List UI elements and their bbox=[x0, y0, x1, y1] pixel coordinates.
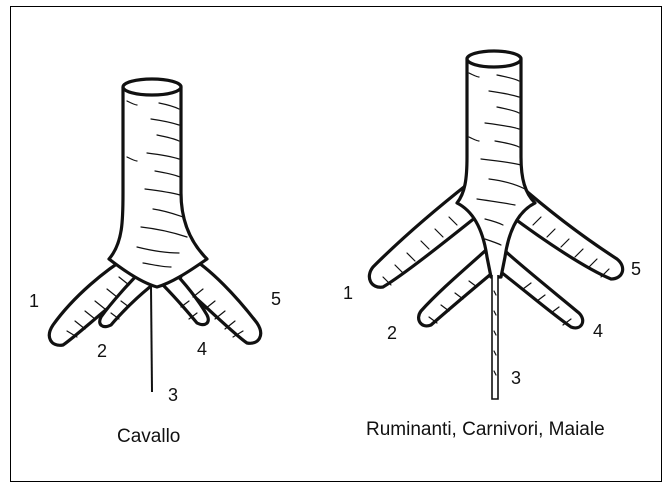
figure-frame: 1 2 3 4 5 Cavallo bbox=[10, 6, 662, 482]
ruminant-branch-4 bbox=[497, 251, 583, 328]
horse-caption: Cavallo bbox=[117, 426, 180, 447]
ruminant-trunk-opening bbox=[467, 51, 521, 67]
ruminant-label-1: 1 bbox=[343, 283, 353, 303]
horse-label-2: 2 bbox=[97, 341, 107, 361]
horse-aorta-drawing bbox=[49, 79, 260, 392]
ruminant-label-3: 3 bbox=[511, 368, 521, 388]
ruminant-caption: Ruminanti, Carnivori, Maiale bbox=[366, 419, 605, 440]
aortic-arch-diagram: 1 2 3 4 5 Cavallo bbox=[11, 7, 662, 482]
horse-label-3: 3 bbox=[168, 385, 178, 405]
ruminant-label-2: 2 bbox=[387, 323, 397, 343]
horse-branch-3 bbox=[151, 287, 152, 392]
horse-label-1: 1 bbox=[29, 291, 39, 311]
ruminant-label-5: 5 bbox=[631, 259, 641, 279]
horse-label-4: 4 bbox=[197, 339, 207, 359]
horse-label-5: 5 bbox=[271, 289, 281, 309]
ruminant-label-4: 4 bbox=[593, 321, 603, 341]
ruminant-aorta-drawing bbox=[369, 51, 622, 399]
horse-trunk-opening bbox=[123, 79, 181, 95]
horse-aortic-trunk bbox=[109, 80, 207, 288]
ruminant-branch-2 bbox=[419, 251, 497, 326]
